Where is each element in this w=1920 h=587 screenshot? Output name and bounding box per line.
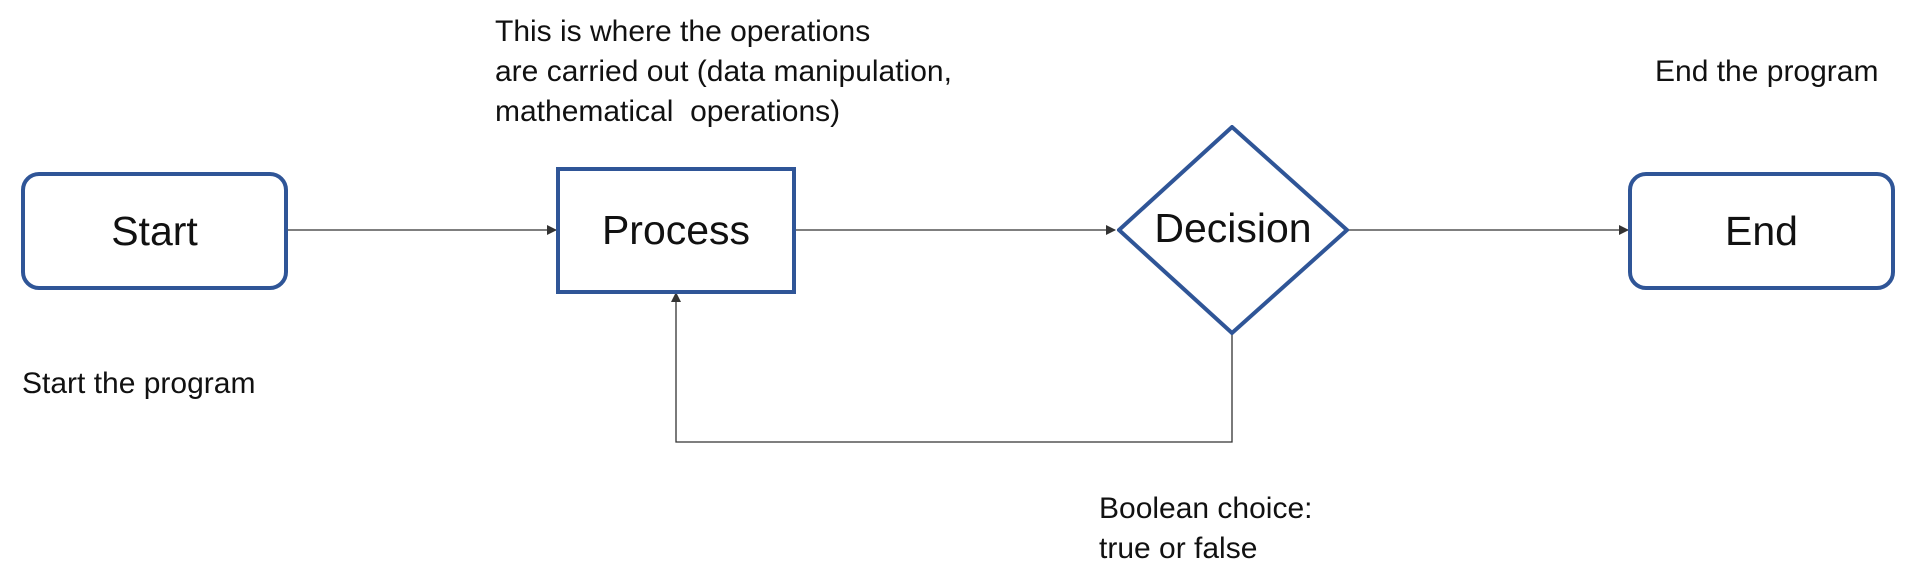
decision-annotation-line-2: true or false bbox=[1099, 532, 1258, 565]
process-node-label: Process bbox=[601, 207, 751, 253]
connector-decision-loop-to-process bbox=[671, 292, 1233, 443]
process-annotation-line-1: This is where the operations bbox=[495, 15, 871, 48]
process-annotation: This is where the operations are carried… bbox=[495, 12, 952, 132]
end-annotation: End the program bbox=[1655, 52, 1878, 92]
process-annotation-line-3: mathematical operations) bbox=[495, 95, 841, 128]
decision-diamond-shape bbox=[1117, 125, 1349, 335]
end-annotation-text: End the program bbox=[1655, 55, 1879, 88]
process-annotation-line-2: are carried out (data manipulation, bbox=[495, 55, 952, 88]
decision-annotation-line-1: Boolean choice: bbox=[1099, 492, 1313, 525]
start-node-label: Start bbox=[111, 207, 198, 254]
start-annotation-text: Start the program bbox=[22, 367, 256, 400]
end-node-label: End bbox=[1725, 207, 1798, 254]
decision-node: Decision bbox=[1117, 125, 1349, 335]
start-node: Start bbox=[21, 172, 288, 290]
decision-node-label: Decision bbox=[1154, 204, 1312, 251]
end-node: End bbox=[1628, 172, 1895, 290]
decision-annotation: Boolean choice: true or false bbox=[1099, 489, 1313, 569]
process-node: Process bbox=[556, 167, 796, 294]
start-annotation: Start the program bbox=[22, 364, 255, 404]
